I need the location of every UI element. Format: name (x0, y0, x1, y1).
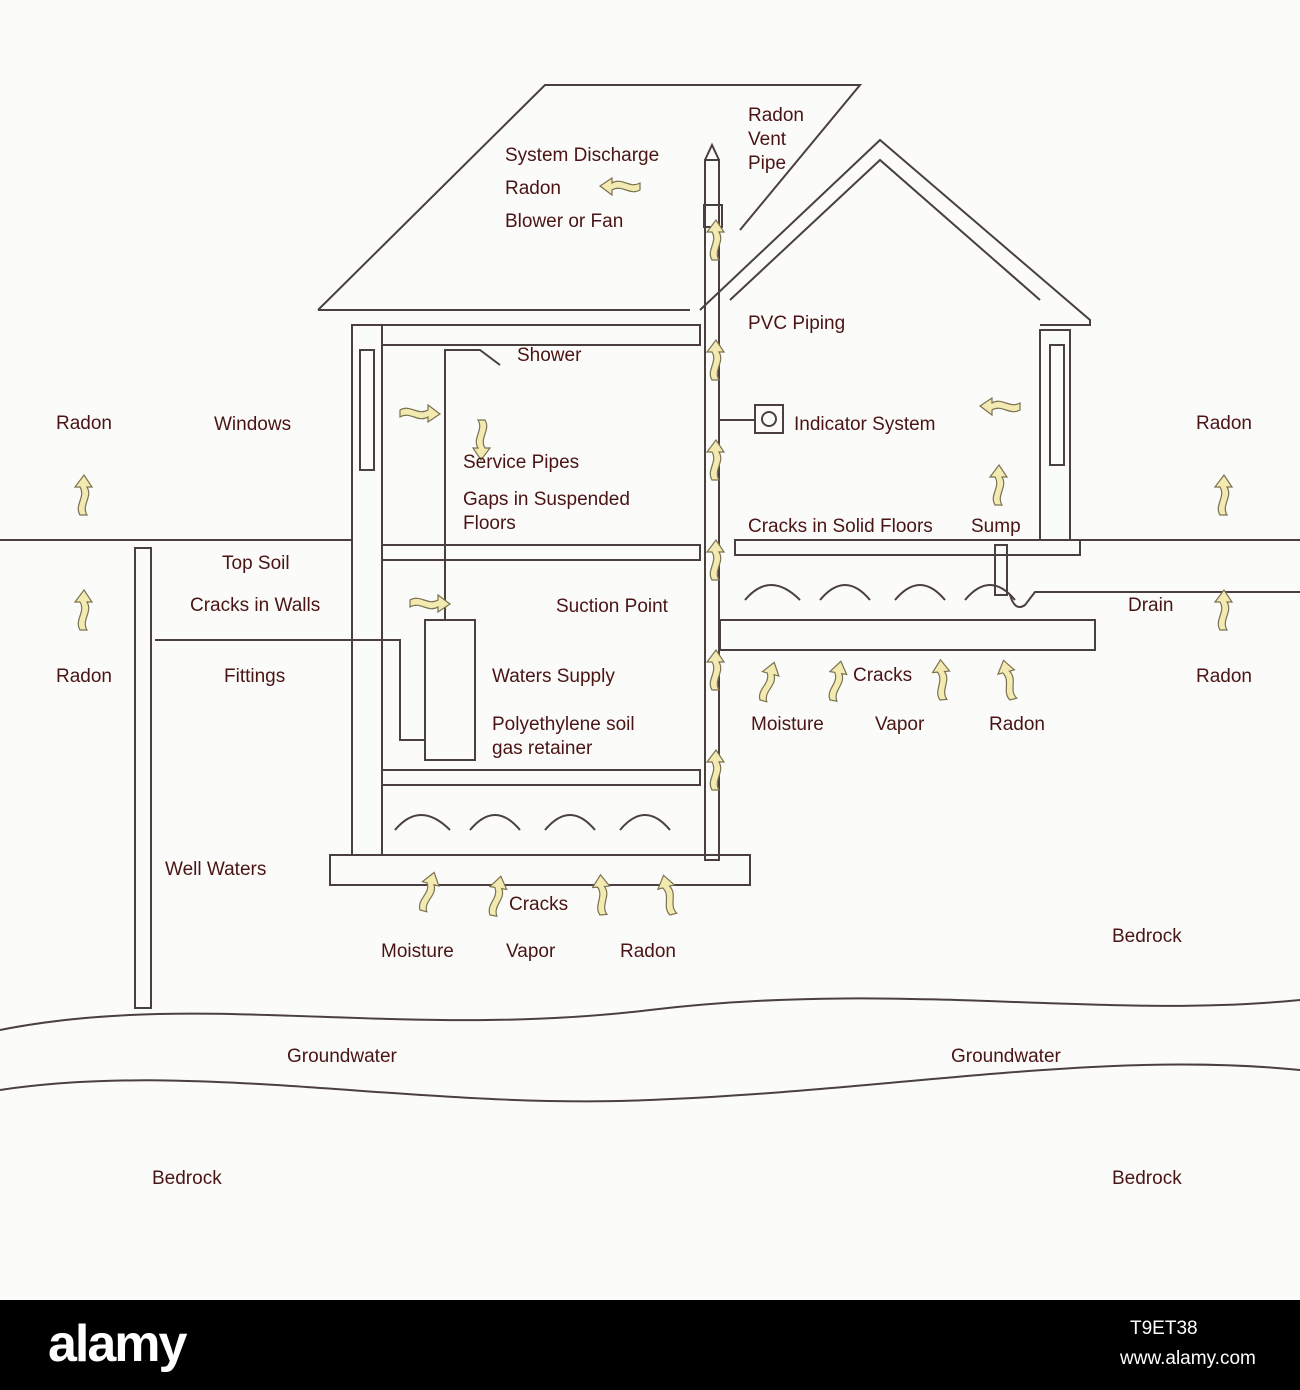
label-radon-left-bottom: Radon (56, 666, 112, 687)
label-top-soil: Top Soil (222, 553, 290, 574)
brand-logo: alamy (48, 1315, 187, 1373)
brand-url: www.alamy.com (1120, 1348, 1256, 1369)
right-footing (719, 619, 1096, 651)
label-radon-left-top: Radon (56, 413, 112, 434)
left-roof (317, 84, 863, 311)
water-heater (424, 619, 476, 761)
label-gaps-in-suspended-floors: Gaps in Suspended Floors (463, 489, 630, 534)
right-underfloor-arches (744, 584, 1016, 601)
label-radon-right-floor: Radon (989, 714, 1045, 735)
image-id: T9ET38 (1130, 1318, 1198, 1339)
label-sump: Sump (971, 516, 1021, 537)
label-radon-right-top: Radon (1196, 413, 1252, 434)
label-cracks-in-solid-floors: Cracks in Solid Floors (748, 516, 933, 537)
well-casing (134, 547, 152, 1009)
label-blower-or-fan: Blower or Fan (505, 211, 624, 232)
left-middle-floor (381, 544, 701, 561)
service-pipe (444, 349, 501, 620)
vent-pipe-cap (704, 142, 720, 161)
watermark-footer: alamy T9ET38 www.alamy.com (0, 1300, 1300, 1390)
left-window (359, 349, 375, 471)
left-exterior-wall (351, 324, 383, 856)
label-cracks-in-walls: Cracks in Walls (190, 595, 321, 616)
label-moisture-right: Moisture (751, 714, 824, 735)
indicator-dial (761, 411, 777, 427)
right-exterior-wall (1039, 329, 1071, 541)
right-window (1049, 344, 1065, 466)
right-roof-inner (729, 158, 1041, 301)
label-waters-supply: Waters Supply (492, 666, 615, 687)
label-cracks-left: Cracks (509, 894, 569, 915)
left-ceiling (381, 324, 701, 346)
drain-pipe (1009, 591, 1300, 608)
label-service-pipes: Service Pipes (463, 452, 580, 473)
label-groundwater-left: Groundwater (287, 1046, 397, 1067)
label-polyethylene: Polyethylene soil gas retainer (492, 714, 635, 759)
label-pvc-piping: PVC Piping (748, 313, 846, 334)
groundwater-top-line (0, 997, 1300, 1031)
water-supply-line (155, 639, 425, 741)
house-cross-section (0, 84, 1300, 1103)
left-underfloor-arches (394, 814, 671, 831)
radon-diagram: Radon Vent Pipe System Discharge Radon B… (0, 84, 1300, 1189)
label-well-waters: Well Waters (165, 859, 267, 880)
radon-arrows (74, 177, 1233, 918)
label-moisture-left: Moisture (381, 941, 454, 962)
right-solid-floor (734, 539, 1081, 556)
radon-vent-pipe (704, 159, 720, 861)
label-system-discharge: System Discharge (505, 145, 660, 166)
label-shower: Shower (517, 345, 582, 366)
label-bedrock-right: Bedrock (1112, 1168, 1182, 1189)
label-fittings: Fittings (224, 666, 286, 687)
label-radon-vent-pipe: Radon Vent Pipe (748, 105, 804, 174)
groundwater-bottom-line (0, 1063, 1300, 1103)
label-indicator-system: Indicator System (794, 414, 936, 435)
label-windows: Windows (214, 414, 292, 435)
left-ground-floor (381, 769, 701, 786)
label-radon-right-bottom: Radon (1196, 666, 1252, 687)
label-vapor-right: Vapor (875, 714, 925, 735)
label-groundwater-right: Groundwater (951, 1046, 1061, 1067)
indicator-box (754, 404, 784, 434)
label-radon-discharge: Radon (505, 178, 561, 199)
label-bedrock-upper-right: Bedrock (1112, 926, 1182, 947)
right-roof (699, 138, 1091, 326)
label-bedrock-left: Bedrock (152, 1168, 222, 1189)
label-drain: Drain (1128, 595, 1174, 616)
left-footing (329, 854, 751, 886)
label-vapor-left: Vapor (506, 941, 556, 962)
label-cracks-right: Cracks (853, 665, 913, 686)
label-suction-point: Suction Point (556, 596, 668, 617)
sump-pipe (994, 544, 1008, 596)
label-radon-left-floor: Radon (620, 941, 676, 962)
